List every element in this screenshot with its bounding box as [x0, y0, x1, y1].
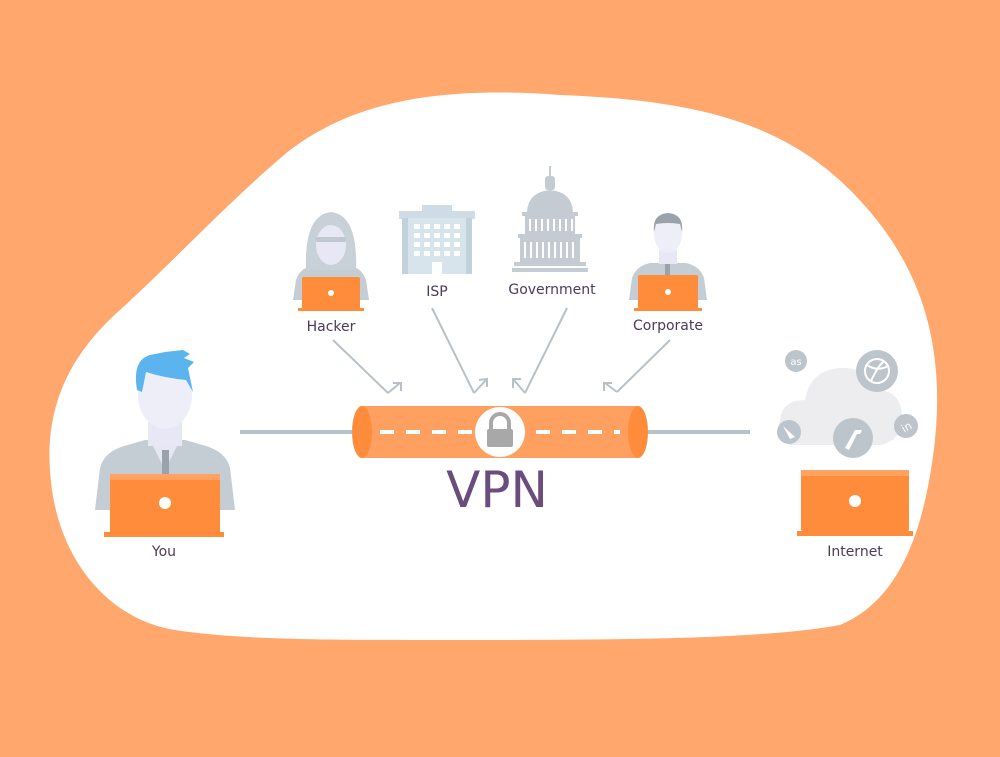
capitol-column [535, 219, 537, 231]
you-figure[interactable] [95, 350, 235, 537]
government-figure[interactable] [512, 166, 588, 272]
building-window [434, 242, 440, 247]
isp-arrow [431, 307, 488, 394]
building-window [414, 242, 420, 247]
capitol-column [559, 219, 561, 231]
building-window [444, 233, 450, 238]
capitol-column [547, 219, 549, 231]
capitol-column [553, 219, 555, 231]
padlock-icon [487, 412, 513, 447]
capitol-column [542, 242, 544, 258]
building-window [414, 233, 420, 238]
hooded-hacker-icon [293, 212, 369, 311]
capitol-column [566, 242, 568, 258]
building-window [424, 242, 430, 247]
lastfm-icon: as [785, 350, 807, 372]
hacker-label: Hacker [307, 319, 356, 335]
megaphone-icon [777, 420, 801, 444]
hacker-arrow [332, 339, 402, 394]
hacker-figure[interactable] [293, 212, 369, 311]
businessman-laptop-icon [629, 213, 707, 311]
building-window [444, 242, 450, 247]
corporate-arrow [603, 339, 671, 393]
capitol-dome-icon [512, 166, 588, 272]
svg-text:as: as [790, 357, 801, 368]
capitol-column [529, 219, 531, 231]
dribbble-icon [856, 350, 898, 392]
background-blob [49, 92, 938, 640]
capitol-column [571, 219, 573, 231]
capitol-column [565, 219, 567, 231]
building-window [434, 224, 440, 229]
capitol-column [541, 219, 543, 231]
corporate-label: Corporate [633, 318, 703, 334]
building-window [424, 224, 430, 229]
government-label: Government [508, 282, 596, 298]
office-building-icon [399, 205, 475, 274]
linkedin-icon: in [894, 414, 918, 438]
flickr-icon [833, 418, 873, 458]
building-window [454, 233, 460, 238]
isp-label: ISP [426, 284, 447, 300]
building-window [434, 251, 440, 256]
user-laptop-icon [95, 350, 235, 537]
capitol-column [572, 242, 574, 258]
capitol-column [548, 242, 550, 258]
capitol-column [560, 242, 562, 258]
building-window [444, 251, 450, 256]
capitol-column [536, 242, 538, 258]
building-window [434, 233, 440, 238]
internet-label: Internet [827, 544, 883, 560]
capitol-column [530, 242, 532, 258]
corporate-figure[interactable] [629, 213, 707, 311]
government-arrow [512, 307, 568, 394]
building-window [414, 224, 420, 229]
vpn-label: VPN [446, 461, 548, 519]
building-window [414, 251, 420, 256]
building-window [454, 224, 460, 229]
internet-figure[interactable]: as in [777, 350, 918, 536]
vpn-tunnel [352, 406, 648, 458]
building-window [454, 251, 460, 256]
you-label: You [151, 544, 176, 560]
building-window [424, 233, 430, 238]
building-window [424, 251, 430, 256]
capitol-column [554, 242, 556, 258]
building-window [454, 242, 460, 247]
building-window [444, 224, 450, 229]
isp-figure[interactable] [399, 205, 475, 274]
capitol-column [524, 242, 526, 258]
laptop-cloud-icon: as in [777, 350, 918, 536]
